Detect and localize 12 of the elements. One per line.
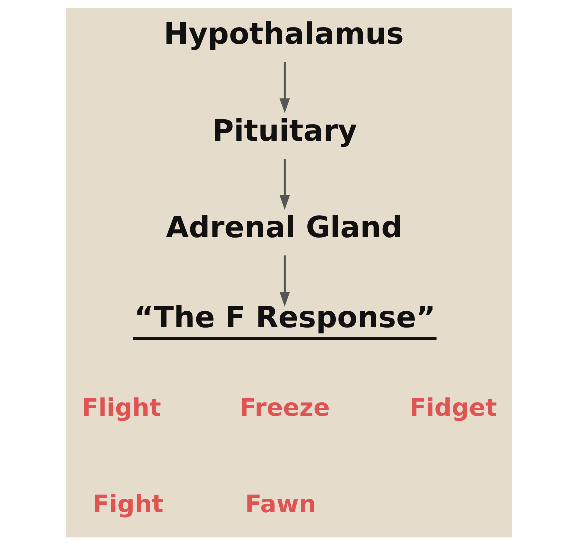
- label: Fight: [92, 490, 164, 519]
- node-text: Hypothalamus: [164, 17, 404, 52]
- label: Flight: [82, 394, 161, 422]
- arrow: [279, 159, 290, 210]
- node-text: Pituitary: [212, 114, 357, 148]
- node-text: Adrenal Gland: [166, 210, 402, 245]
- label: Fawn: [244, 490, 316, 519]
- label: Fidget: [409, 394, 497, 422]
- arrow: [279, 62, 290, 114]
- label: Freeze: [239, 394, 330, 422]
- arrow: [279, 256, 290, 307]
- node-text: “The F Response”: [134, 300, 436, 335]
